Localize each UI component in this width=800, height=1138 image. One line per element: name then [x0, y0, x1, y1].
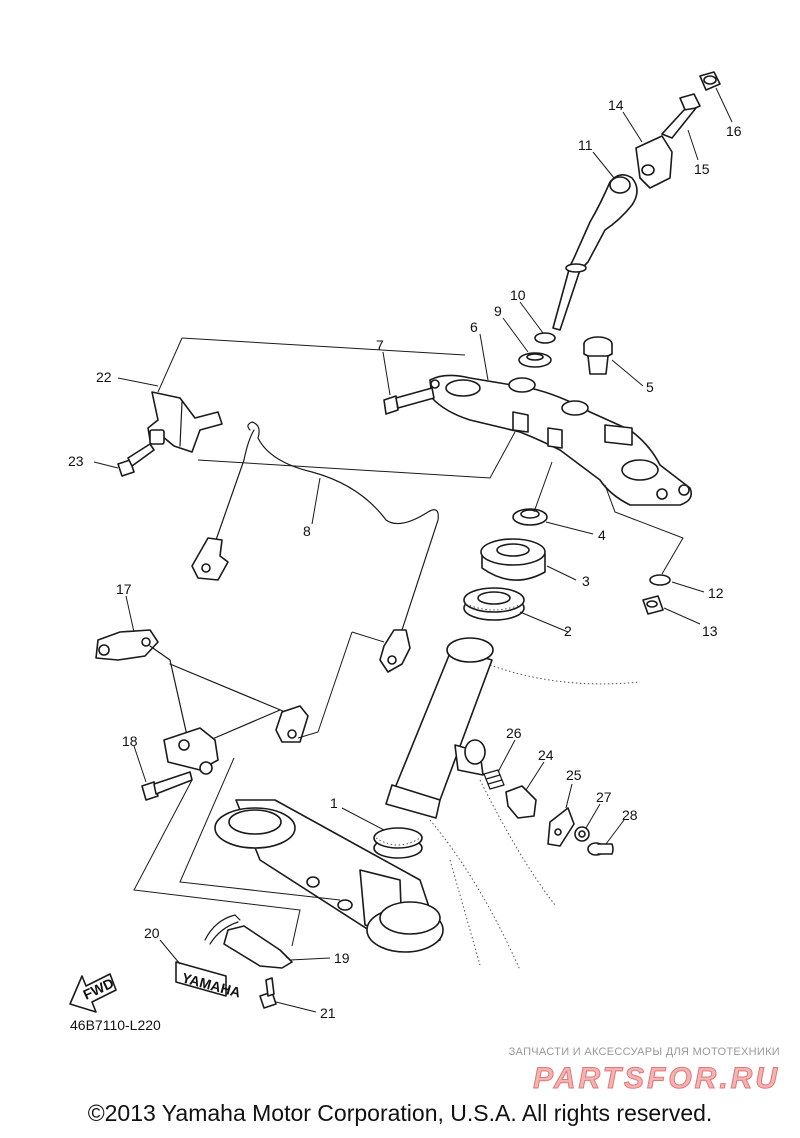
callout-17: 17	[116, 581, 132, 597]
callout-2: 2	[564, 623, 572, 639]
bolt-15	[661, 93, 701, 139]
bearing-cover	[480, 538, 546, 581]
callout-numbers: 1 2 3 4 5 6 7 8 9 10 11 12 13 14 15 16 1…	[68, 97, 742, 1021]
callout-12: 12	[708, 585, 724, 601]
callout-14: 14	[608, 97, 624, 113]
watermark-brand: PARTSFOR.RU	[533, 1062, 780, 1095]
upper-clamp	[635, 135, 673, 189]
callout-6: 6	[470, 319, 478, 335]
callout-25: 25	[566, 767, 582, 783]
leader-lines	[93, 87, 733, 1013]
ring-nut	[512, 508, 548, 526]
callout-13: 13	[702, 623, 718, 639]
callout-27: 27	[596, 789, 612, 805]
callout-4: 4	[598, 527, 606, 543]
steering-stem-assembly	[214, 637, 494, 953]
callout-18: 18	[122, 733, 138, 749]
plunger-24	[505, 785, 537, 819]
callout-7: 7	[376, 337, 384, 353]
callout-16: 16	[726, 123, 742, 139]
callout-9: 9	[494, 303, 502, 319]
lower-bearing	[373, 827, 423, 859]
callout-24: 24	[538, 747, 554, 763]
frame-outline	[429, 664, 641, 971]
handle-holder	[552, 174, 638, 331]
connector-lines	[133, 337, 684, 947]
callout-26: 26	[506, 725, 522, 741]
callout-22: 22	[96, 369, 112, 385]
watermark: ЗАПЧАСТИ И АКСЕССУАРЫ ДЛЯ МОТОТЕХНИКИ PA…	[509, 1046, 780, 1096]
callout-8: 8	[303, 523, 311, 539]
callout-11: 11	[578, 137, 593, 153]
spring-26	[483, 769, 505, 790]
callout-10: 10	[510, 287, 526, 303]
upper-bracket	[429, 374, 693, 506]
bolt-23	[117, 443, 155, 477]
callout-5: 5	[646, 379, 654, 395]
nut-16	[699, 71, 721, 91]
callout-28: 28	[622, 807, 638, 823]
copyright-footer: ©2013 Yamaha Motor Corporation, U.S.A. A…	[87, 1100, 713, 1126]
washer-10	[534, 332, 556, 344]
callout-21: 21	[320, 1005, 336, 1021]
bolt-18	[141, 771, 193, 801]
lock-plate-19	[204, 914, 293, 969]
callout-1: 1	[330, 795, 338, 811]
watermark-subtitle: ЗАПЧАСТИ И АКСЕССУАРЫ ДЛЯ МОТОТЕХНИКИ	[509, 1046, 780, 1058]
fwd-arrow: FWD	[69, 973, 117, 1013]
pin-28	[587, 842, 614, 856]
callout-23: 23	[68, 453, 84, 469]
plate-25	[547, 807, 575, 847]
washer-12	[649, 574, 671, 586]
washer-9	[518, 352, 552, 368]
bolt-5	[583, 336, 613, 375]
screw-21	[259, 977, 277, 1009]
diagram-code: 46B7110-L220	[70, 1017, 161, 1033]
callout-15: 15	[694, 161, 710, 177]
callout-20: 20	[144, 925, 160, 941]
upper-bearing	[463, 587, 525, 621]
yamaha-label-tag: YAMAHA	[175, 961, 242, 1000]
bolt-7	[383, 387, 435, 415]
wire-rod-8	[191, 421, 439, 673]
callout-19: 19	[334, 950, 350, 966]
stay-17	[95, 629, 309, 775]
callout-3: 3	[582, 573, 590, 589]
nut-13	[642, 595, 664, 615]
bracket-22	[147, 391, 223, 453]
washer-27	[574, 826, 590, 842]
